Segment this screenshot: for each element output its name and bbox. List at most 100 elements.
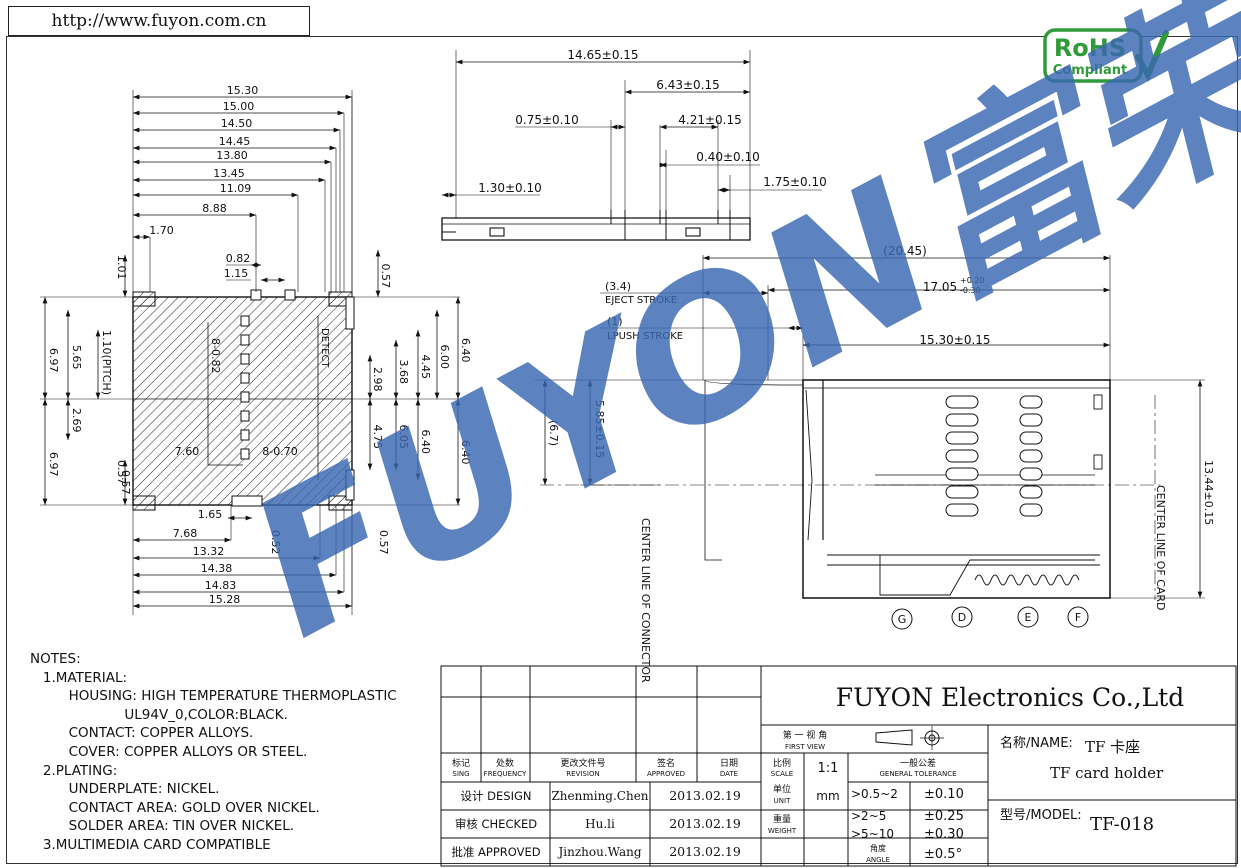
- front-view: [540, 379, 1160, 600]
- scale-label-cn: 比例: [773, 757, 791, 769]
- product-name-en: TF card holder: [1050, 764, 1164, 782]
- dimension-label: 6.97: [47, 348, 60, 373]
- contact-slot: [1019, 485, 1043, 499]
- website-url[interactable]: http://www.fuyon.com.cn: [8, 6, 310, 36]
- dimension-label: +0.20: [960, 276, 985, 285]
- dimension-label: 6.97: [47, 452, 60, 477]
- dimension-label: 0.57: [115, 460, 128, 485]
- contact-pin: [240, 372, 250, 384]
- view-marker-label: D: [958, 611, 966, 624]
- company-name: FUYON Electronics Co.,Ltd: [836, 683, 1185, 712]
- dimension-label: 14.83: [205, 579, 237, 592]
- dimension-label: 7.68: [173, 527, 198, 540]
- front-view-dimension-text: (20.45)17.05+0.20-0.3015.30±0.15(3.4)EJE…: [547, 244, 1215, 683]
- unit-label-en: UNIT: [774, 797, 791, 805]
- dimension-label: LPUSH STROKE: [607, 331, 683, 342]
- tolerance-range: >0.5~2: [851, 787, 898, 801]
- contact-slot: [945, 413, 979, 427]
- signer-name: Hu.li: [585, 817, 615, 831]
- scale-label-en: SCALE: [771, 770, 793, 778]
- dimension-label: 0.75±0.10: [515, 113, 579, 127]
- dimension-label: DETECT: [319, 328, 330, 368]
- contact-pin: [240, 410, 250, 422]
- contact-pin: [240, 334, 250, 346]
- rev-header-cn: 日期: [720, 758, 738, 769]
- top-view-dimension-text: 15.3015.0014.5014.4513.8013.4511.098.881…: [47, 84, 472, 606]
- rev-header-en: REVISION: [566, 770, 599, 778]
- contact-pin: [240, 353, 250, 365]
- dimension-label: 17.05: [923, 280, 957, 294]
- contact-slot: [945, 395, 979, 409]
- dimension-label: 2.98: [371, 367, 384, 392]
- dimension-label: 0.82: [226, 252, 251, 265]
- dimension-label: 0.52: [269, 530, 282, 555]
- view-marker-circle: [1017, 606, 1039, 628]
- dimension-label: 14.65±0.15: [567, 48, 638, 62]
- dimension-label: 1.30±0.10: [478, 181, 542, 195]
- tolerance-range: >5~10: [851, 827, 894, 841]
- dimension-label: 1.10(PITCH): [100, 330, 113, 395]
- drawing-frame: [6, 36, 1238, 864]
- dimension-label: 15.00: [223, 100, 255, 113]
- dimension-label: 13.32: [193, 545, 225, 558]
- dimension-label: 14.45: [219, 135, 251, 148]
- dimension-label: 8-0.70: [262, 445, 297, 458]
- dimension-label: 8.88: [202, 202, 227, 215]
- dimension-label: CENTER LINE OF CONNECTOR: [639, 518, 652, 683]
- note-line: COVER: COPPER ALLOYS OR STEEL.: [30, 743, 308, 760]
- note-line: CONTACT: COPPER ALLOYS.: [30, 725, 254, 742]
- dimension-label: 15.28: [209, 593, 241, 606]
- dimension-label: 0.40±0.10: [696, 150, 760, 164]
- tolerance-range-cn: 角度: [870, 843, 886, 853]
- tolerance-label-cn: 一般公差: [900, 757, 936, 769]
- role-label: 批准 APPROVED: [451, 845, 540, 859]
- contact-pin: [240, 391, 250, 403]
- rev-header-en: DATE: [720, 770, 738, 778]
- dimension-label: 11.09: [220, 182, 252, 195]
- contact-slot: [945, 503, 979, 517]
- dimension-label: 1.75±0.10: [763, 175, 827, 189]
- note-line: 1.MATERIAL:: [30, 669, 128, 686]
- view-marker-circle: [891, 608, 913, 630]
- contact-pin: [240, 448, 250, 460]
- tolerance-value: ±0.25: [924, 809, 964, 824]
- signer-name: Jinzhou.Wang: [556, 845, 641, 859]
- scale-value: 1:1: [818, 761, 839, 776]
- tolerance-label-en: GENERAL TOLERANCE: [879, 770, 956, 778]
- dimension-label: 0.57: [119, 470, 132, 495]
- title-block-text: FUYON Electronics Co.,Ltd标记SING处数FREQUEN…: [451, 683, 1184, 864]
- dimension-label: 8-0.82: [209, 338, 222, 373]
- contact-pin: [240, 429, 250, 441]
- sign-date: 2013.02.19: [669, 816, 741, 831]
- first-view-en: FIRST VIEW: [785, 743, 825, 751]
- dimension-label: 5.65: [70, 345, 83, 370]
- note-line: SOLDER AREA: TIN OVER NICKEL.: [30, 818, 295, 835]
- tolerance-value: ±0.5°: [924, 847, 962, 862]
- dimension-label: 2.69: [70, 408, 83, 433]
- tolerance-range: >2~5: [851, 809, 886, 823]
- dimension-label: 6.40: [459, 338, 472, 363]
- dimension-label: (6.7): [547, 420, 560, 446]
- tolerance-value: ±0.10: [924, 787, 964, 802]
- projection-symbol-icon: [875, 729, 913, 746]
- model-number: TF-018: [1090, 814, 1154, 835]
- rev-header-en: APPROVED: [647, 770, 685, 778]
- contact-pins: [240, 315, 250, 460]
- unit-label-cn: 单位: [773, 783, 791, 795]
- sign-date: 2013.02.19: [669, 788, 741, 803]
- contact-slot: [1019, 503, 1043, 517]
- rev-header-cn: 处数: [496, 757, 514, 769]
- dimension-label: 1.01: [115, 255, 128, 280]
- note-line: CONTACT AREA: GOLD OVER NICKEL.: [30, 799, 320, 816]
- dimension-label: 15.30±0.15: [919, 333, 990, 347]
- check-icon: [1135, 30, 1169, 82]
- dimension-label: CENTER LINE OF CARD: [1154, 485, 1167, 611]
- contact-slot: [1019, 467, 1043, 481]
- view-marker-circle: [1067, 606, 1089, 628]
- dimension-label: 15.30: [227, 84, 259, 97]
- top-view: [132, 289, 355, 511]
- contact-slots: [945, 395, 1043, 517]
